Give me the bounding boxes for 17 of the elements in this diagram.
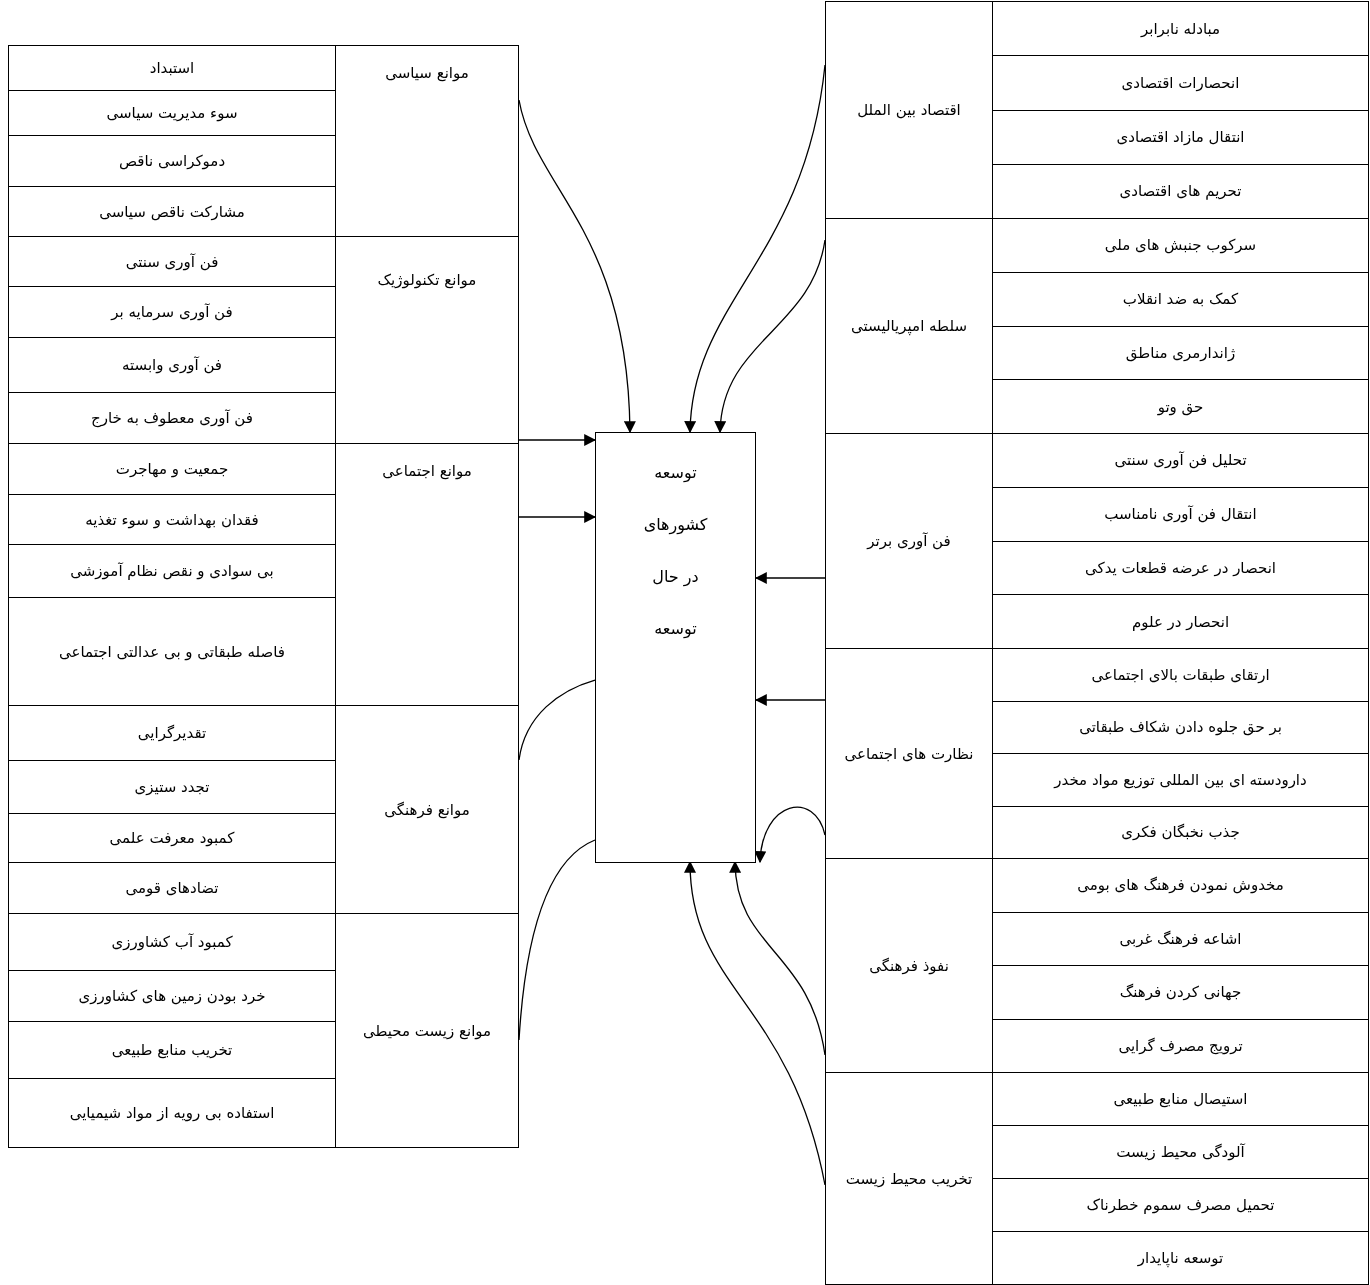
arrow — [754, 694, 826, 706]
arrow — [518, 99, 636, 434]
table-cell: مبادله نابرابر — [992, 1, 1369, 57]
table-cell: استبداد — [8, 45, 336, 91]
category-cell: موانع سیاسی — [335, 45, 519, 237]
center-box: توسعه کشورهای در حال توسعه — [595, 432, 756, 863]
category-cell: تخریب محیط زیست — [825, 1072, 993, 1285]
arrow — [518, 511, 597, 523]
category-cell: اقتصاد بین الملل — [825, 1, 993, 219]
arrow — [754, 572, 826, 584]
table-cell: استفاده بی رویه از مواد شیمیایی — [8, 1078, 336, 1148]
curved-line — [518, 679, 596, 761]
arrow — [518, 434, 597, 446]
table-cell: توسعه ناپایدار — [992, 1231, 1369, 1285]
category-cell: موانع زیست محیطی — [335, 913, 519, 1148]
arrow — [715, 239, 826, 434]
arrow — [755, 806, 826, 864]
